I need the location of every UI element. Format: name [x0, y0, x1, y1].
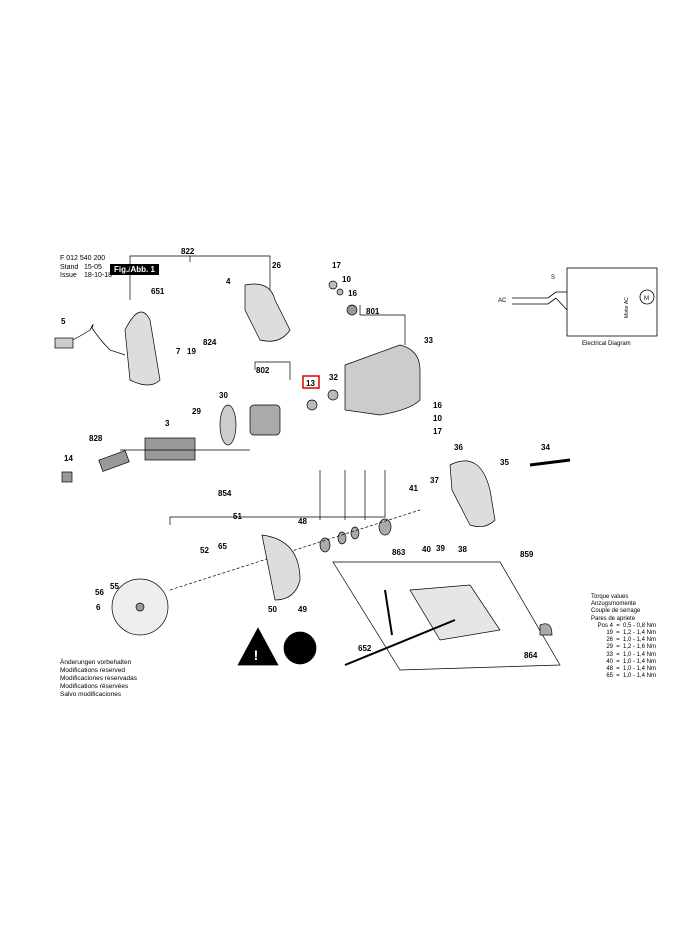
part-label-801: 801: [366, 307, 380, 316]
part-label-16a: 16: [348, 289, 357, 298]
part-label-5: 5: [61, 317, 66, 326]
part-label-38: 38: [458, 545, 467, 554]
issue-label: Issue: [60, 272, 77, 279]
doc-number: F 012 540 200: [60, 255, 106, 262]
part-label-14: 14: [64, 454, 73, 463]
part-label-33: 33: [424, 336, 433, 345]
part-label-35: 35: [500, 458, 509, 467]
part-label-26: 26: [272, 261, 281, 270]
motor-label: Motor AC: [624, 297, 630, 318]
part-label-822: 822: [181, 247, 195, 256]
part-label-52: 52: [200, 546, 209, 555]
part-label-16b: 16: [433, 401, 442, 410]
part-label-49: 49: [298, 605, 307, 614]
torque-title: Anzugsmomente: [591, 601, 637, 608]
part-label-651: 651: [151, 287, 165, 296]
motor-symbol: M: [644, 296, 649, 302]
part-label-40: 40: [422, 545, 431, 554]
part-label-56: 56: [95, 588, 104, 597]
note-line: Modifications reserved: [60, 667, 126, 674]
electrical-diagram: [512, 267, 658, 337]
ac-label: AC: [498, 298, 507, 304]
torque-title: Couple de serrage: [591, 608, 641, 615]
note-line: Salvo modificaciones: [60, 691, 122, 698]
part-label-802: 802: [256, 366, 270, 375]
part-label-10b: 10: [433, 414, 442, 423]
part-label-6: 6: [96, 603, 101, 612]
part-label-17a: 17: [332, 261, 341, 270]
part-label-7: 7: [176, 347, 181, 356]
torque-row: 26=1,0 - 1,4 Nm: [606, 637, 657, 644]
part-label-51: 51: [233, 512, 242, 521]
torque-title: Torque values: [591, 594, 629, 600]
stand-value: 15-05: [84, 264, 102, 271]
issue-value: 18-10-18: [84, 272, 113, 279]
electrical-diagram-caption: Electrical Diagram: [582, 341, 631, 347]
part-label-34: 34: [541, 443, 550, 452]
note-line: Modifications réservées: [60, 683, 129, 690]
torque-table: Torque values Anzugsmomente Couple de se…: [591, 594, 663, 680]
svg-text:!: !: [254, 647, 259, 663]
torque-title: Pares de apriete: [591, 615, 636, 622]
stand-label: Stand: [60, 264, 79, 271]
part-label-65: 65: [218, 542, 227, 551]
part-label-859: 859: [520, 550, 534, 559]
note-line: Änderungen vorbehalten: [60, 659, 132, 666]
part-label-50: 50: [268, 605, 277, 614]
part-label-652: 652: [358, 644, 372, 653]
part-label-48: 48: [298, 517, 307, 526]
part-label-37: 37: [430, 476, 439, 485]
figure-badge: Fig./Abb. 1: [110, 264, 159, 275]
torque-row: 40=1,0 - 1,4 Nm: [606, 658, 657, 665]
switch-label: S: [551, 275, 555, 281]
note-line: Modificaciones reservadas: [60, 675, 137, 682]
part-label-19: 19: [187, 347, 196, 356]
part-label-3: 3: [165, 419, 170, 428]
part-label-41: 41: [409, 484, 418, 493]
torque-row: 19=1,2 - 1,4 Nm: [606, 630, 657, 637]
torque-row: 29=1,2 - 1,6 Nm: [606, 644, 657, 651]
part-label-854: 854: [218, 489, 232, 498]
part-label-864: 864: [524, 651, 538, 660]
part-label-39: 39: [436, 544, 445, 553]
part-label-824: 824: [203, 338, 217, 347]
part-label-55: 55: [110, 582, 119, 591]
part-label-13: 13: [306, 379, 315, 388]
modification-notes: Änderungen vorbehalten Modifications res…: [60, 659, 137, 699]
part-label-17b: 17: [433, 427, 442, 436]
part-label-863: 863: [392, 548, 406, 557]
torque-row: 65=1,0 - 1,4 Nm: [606, 673, 657, 680]
torque-row: Pos 4=0,5 - 0,8 Nm: [597, 622, 657, 629]
torque-row: 48=1,0 - 1,4 Nm: [606, 666, 657, 673]
part-label-36: 36: [454, 443, 463, 452]
part-label-29: 29: [192, 407, 201, 416]
part-label-10a: 10: [342, 275, 351, 284]
part-label-828: 828: [89, 434, 103, 443]
highlight-box: [302, 375, 320, 389]
part-label-30: 30: [219, 391, 228, 400]
part-label-4: 4: [226, 277, 231, 286]
torque-row: 33=1,0 - 1,4 Nm: [606, 651, 657, 658]
part-label-32: 32: [329, 373, 338, 382]
